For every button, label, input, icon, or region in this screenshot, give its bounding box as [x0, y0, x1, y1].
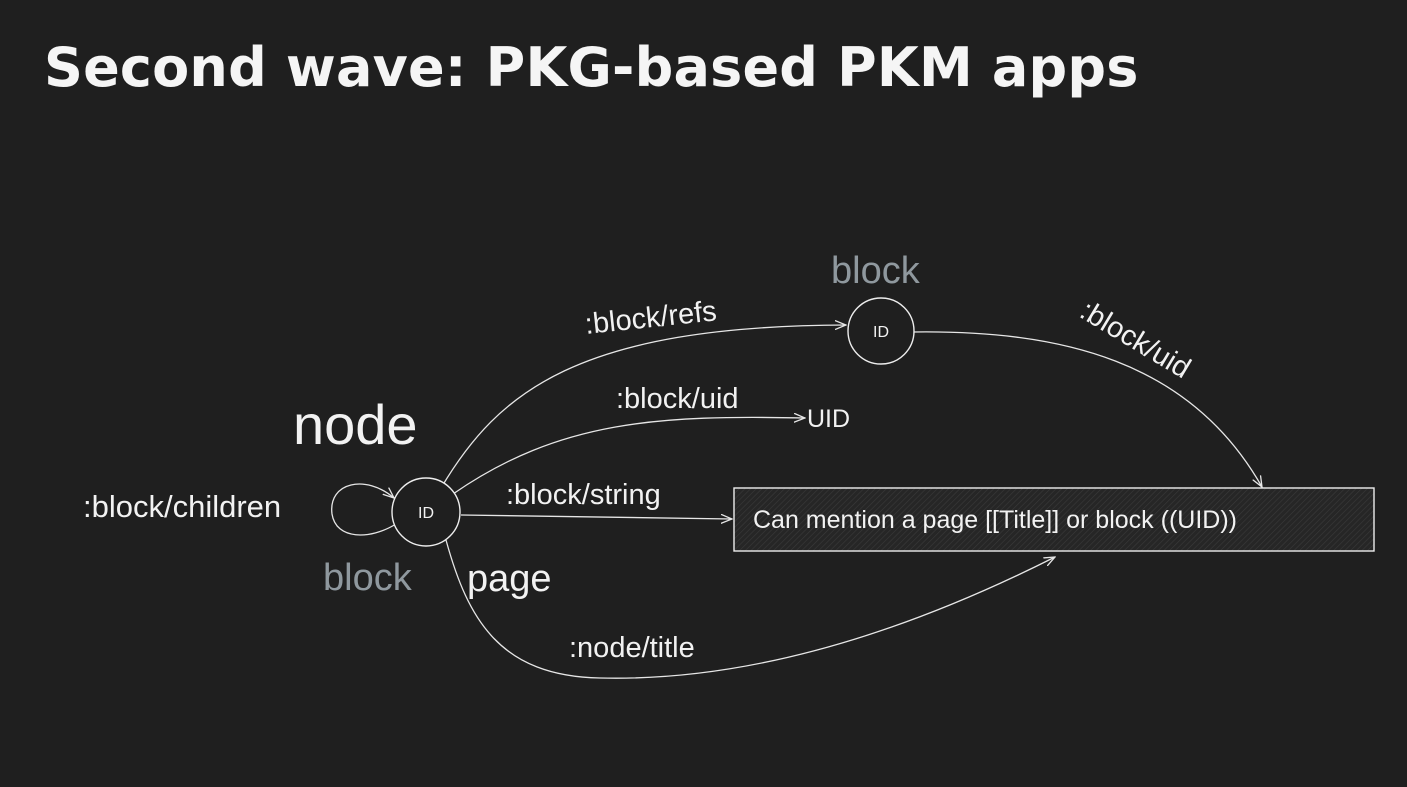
edge-block-children — [331, 483, 397, 536]
ref-block-node-id: ID — [873, 324, 889, 341]
uid-target-label: UID — [807, 405, 850, 433]
edge-block-refs — [440, 325, 846, 489]
edge-block-string — [460, 515, 732, 519]
string-box-text: Can mention a page [[Title]] or block ((… — [753, 506, 1237, 534]
string-box: Can mention a page [[Title]] or block ((… — [733, 487, 1375, 552]
edge-block-uid — [452, 417, 805, 495]
ref-node-label-block: block — [831, 250, 921, 292]
node-heading: node — [293, 393, 418, 456]
central-node-label-page: page — [467, 558, 552, 600]
edge-label-children: :block/children — [83, 489, 281, 524]
slide-title: Second wave: PKG-based PKM apps — [44, 36, 1139, 99]
edge-label-string: :block/string — [506, 479, 661, 511]
string-box-rect — [733, 487, 1375, 552]
central-node-label-block: block — [323, 557, 413, 599]
central-node-circle — [391, 477, 461, 547]
edge-label-uid: :block/uid — [616, 383, 739, 415]
central-node: ID — [391, 477, 461, 547]
central-node-id: ID — [418, 505, 434, 522]
edge-label-ref-uid: :block/uid — [1074, 295, 1195, 386]
ref-block-node-circle — [847, 297, 915, 365]
ref-block-node: ID — [847, 297, 915, 365]
edge-ref-block-uid — [912, 331, 1262, 487]
edge-node-title — [445, 539, 1055, 679]
edge-label-title: :node/title — [569, 632, 695, 664]
